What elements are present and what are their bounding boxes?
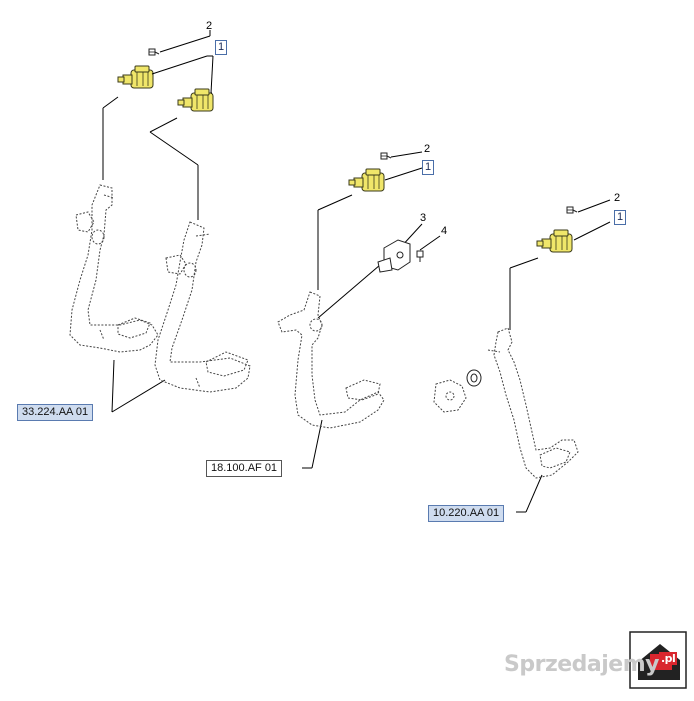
- brake-switch-right: [536, 229, 573, 253]
- leader-lines-middle: [302, 151, 441, 469]
- bushing-parts: [466, 369, 482, 387]
- reference-label-middle[interactable]: 18.100.AF 01: [206, 460, 283, 477]
- callout-1-right: 1: [614, 210, 627, 225]
- screw-middle: [380, 152, 392, 160]
- pedal-left-2-outline: [154, 221, 251, 393]
- bracket-part-3: [377, 239, 411, 273]
- brake-switch-left-b: [177, 88, 214, 112]
- pedal-left-1-outline: [69, 184, 159, 353]
- screw-right: [566, 206, 578, 214]
- callout-2-left: 2: [206, 20, 213, 32]
- pedal-middle-outline: [277, 291, 385, 429]
- spring-clip-outline: [433, 379, 467, 413]
- leader-lines-right: [509, 199, 611, 513]
- screw-left: [148, 48, 160, 56]
- watermark-badge: .pl: [659, 652, 678, 665]
- callout-2-right: 2: [614, 192, 621, 204]
- watermark-text: Sprzedajemy.pl: [504, 652, 678, 677]
- callout-2-middle: 2: [424, 143, 431, 155]
- brake-switch-left-a: [117, 65, 154, 89]
- bolt-part-4: [416, 250, 424, 262]
- callout-4: 4: [441, 225, 448, 237]
- callout-1-left: 1: [215, 40, 228, 55]
- reference-label-right[interactable]: 10.220.AA 01: [428, 505, 505, 522]
- pedal-right-outline: [487, 327, 579, 479]
- reference-label-left[interactable]: 33.224.AA 01: [17, 404, 94, 421]
- callout-3: 3: [420, 212, 427, 224]
- leader-lines-left: [102, 30, 214, 413]
- callout-1-middle: 1: [422, 160, 435, 175]
- brake-switch-middle: [348, 168, 385, 192]
